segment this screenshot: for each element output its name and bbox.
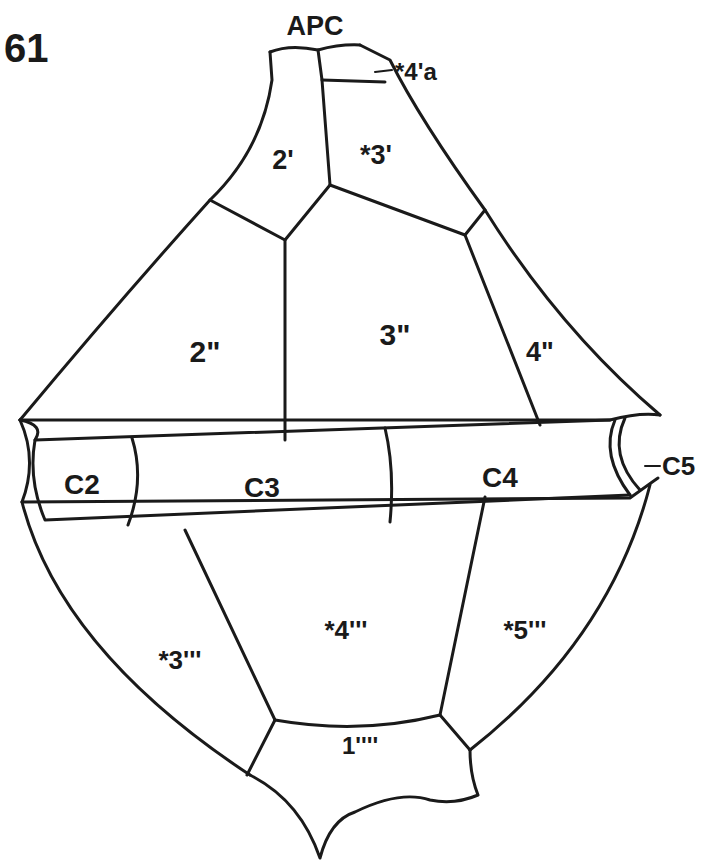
plate-label: 2" — [190, 337, 221, 367]
plate-label: 2' — [272, 147, 293, 174]
plate-label: C2 — [64, 471, 100, 499]
figure-number: 61 — [4, 28, 49, 68]
plate-label: 4" — [526, 339, 554, 366]
plate-label: *5''' — [503, 617, 546, 643]
plate-label: 3" — [380, 320, 411, 350]
plate-label: 1'''' — [342, 734, 378, 758]
plate-label: *4''' — [324, 617, 367, 643]
plate-label: C3 — [244, 474, 280, 502]
plate-label: *4'a — [395, 60, 437, 84]
plate-label: C5 — [662, 453, 695, 479]
plate-label: *3' — [360, 142, 392, 169]
plate-label: C4 — [482, 464, 518, 492]
plate-label: *3''' — [158, 647, 201, 673]
plate-label: APC — [286, 13, 343, 40]
